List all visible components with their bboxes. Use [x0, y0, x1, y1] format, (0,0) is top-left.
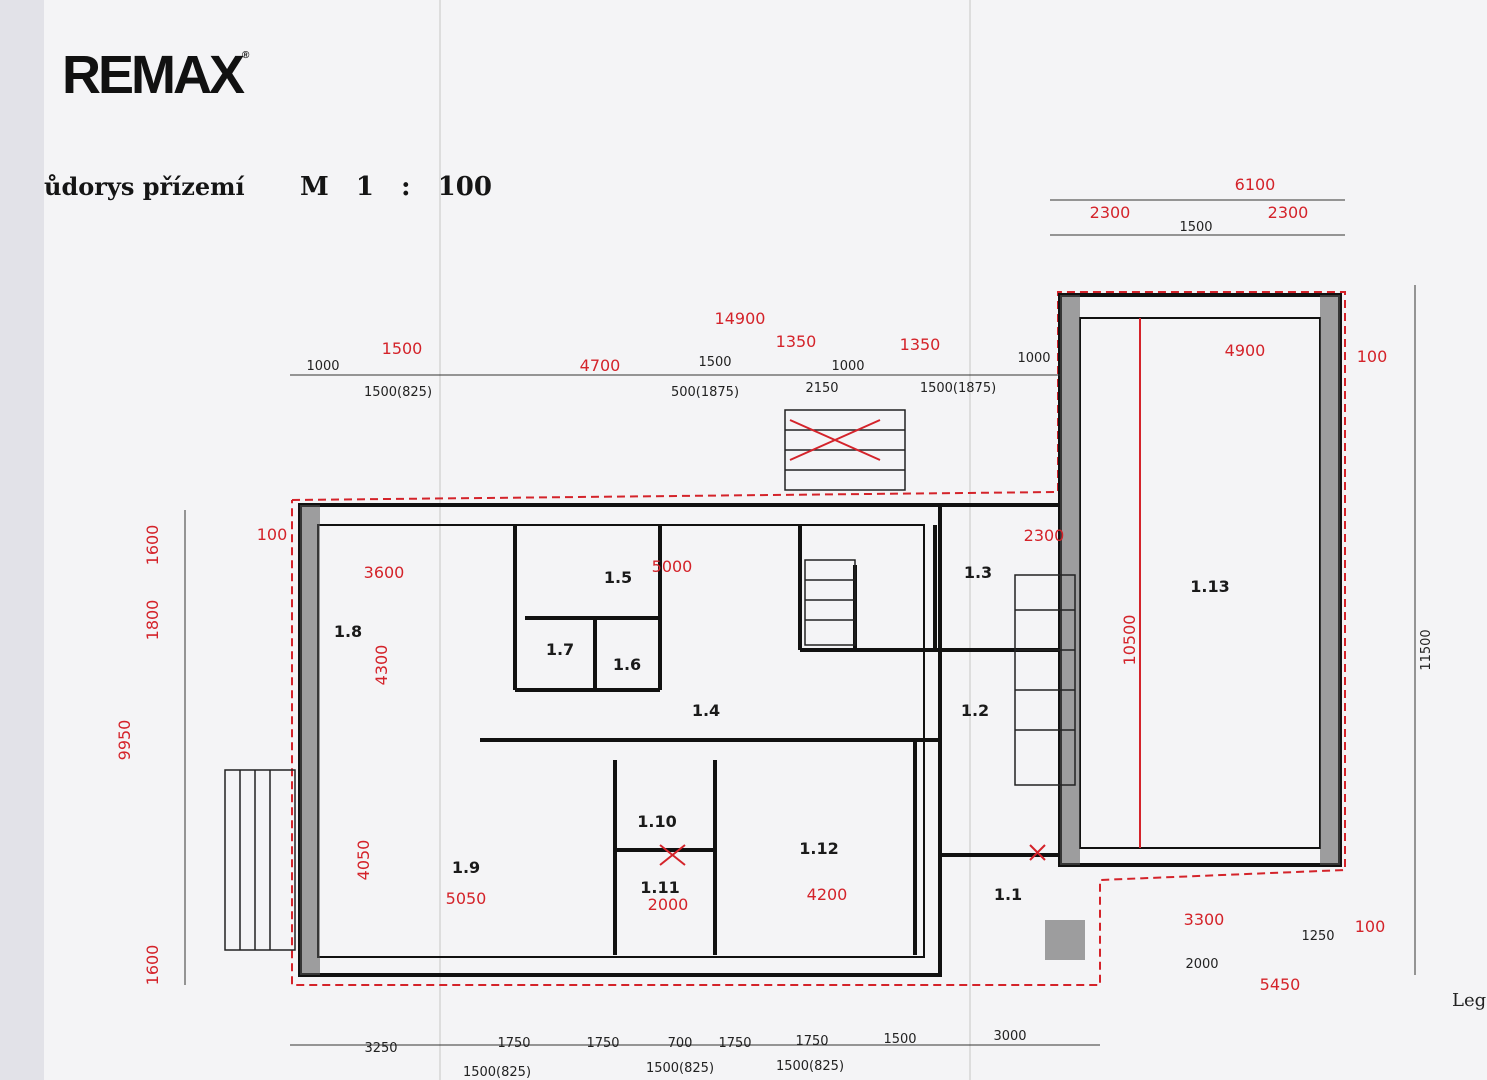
plan-scale: M 1 : 100	[300, 172, 492, 202]
svg-text:700: 700	[668, 1036, 693, 1051]
svg-text:100: 100	[1357, 347, 1388, 366]
svg-text:10500: 10500	[1120, 615, 1139, 666]
room-label: 1.6	[613, 655, 641, 674]
svg-text:1500: 1500	[698, 355, 731, 370]
svg-text:1000: 1000	[1017, 351, 1050, 366]
svg-text:2000: 2000	[648, 895, 689, 914]
remax-logo: REMAX®	[62, 45, 250, 105]
svg-text:100: 100	[1355, 917, 1386, 936]
svg-text:4300: 4300	[372, 645, 391, 686]
svg-text:4200: 4200	[807, 885, 848, 904]
room-label: 1.13	[1190, 577, 1229, 596]
svg-text:9950: 9950	[115, 720, 134, 761]
svg-text:1250: 1250	[1301, 929, 1334, 944]
red-cross-marks	[659, 419, 1046, 866]
svg-text:5050: 5050	[446, 889, 487, 908]
svg-text:3600: 3600	[364, 563, 405, 582]
svg-text:5000: 5000	[652, 557, 693, 576]
svg-text:1750: 1750	[586, 1036, 619, 1051]
svg-text:2300: 2300	[1024, 526, 1065, 545]
svg-text:3250: 3250	[364, 1041, 397, 1056]
svg-text:2000: 2000	[1185, 957, 1218, 972]
svg-text:11500: 11500	[1419, 629, 1434, 670]
room-label: 1.2	[961, 701, 989, 720]
top-dimensions-red: 1500 4700 1350 1350 14900 6100 4900 2300…	[382, 175, 1309, 375]
room-label: 1.5	[604, 568, 632, 587]
room-label: 1.12	[799, 839, 838, 858]
wall-hatching	[300, 295, 1340, 975]
svg-text:2150: 2150	[805, 381, 838, 396]
legend-fragment: Leg	[1452, 990, 1487, 1011]
svg-text:100: 100	[257, 525, 288, 544]
svg-text:1000: 1000	[306, 359, 339, 374]
svg-text:1500(825): 1500(825)	[776, 1059, 844, 1074]
svg-text:1750: 1750	[497, 1036, 530, 1051]
svg-text:4050: 4050	[354, 840, 373, 881]
svg-text:1600: 1600	[143, 945, 162, 986]
svg-text:1000: 1000	[831, 359, 864, 374]
room-label: 1.8	[334, 622, 362, 641]
svg-text:1500(1875): 1500(1875)	[920, 381, 996, 396]
svg-text:1500(825): 1500(825)	[646, 1061, 714, 1076]
svg-text:1750: 1750	[718, 1036, 751, 1051]
svg-text:1500: 1500	[1179, 220, 1212, 235]
svg-text:1500: 1500	[883, 1032, 916, 1047]
svg-text:1600: 1600	[143, 525, 162, 566]
svg-text:3300: 3300	[1184, 910, 1225, 929]
svg-text:6100: 6100	[1235, 175, 1276, 194]
svg-text:1350: 1350	[900, 335, 941, 354]
svg-text:4900: 4900	[1225, 341, 1266, 360]
svg-text:2300: 2300	[1268, 203, 1309, 222]
svg-text:4700: 4700	[580, 356, 621, 375]
svg-text:14900: 14900	[715, 309, 766, 328]
svg-text:500(1875): 500(1875)	[671, 385, 739, 400]
svg-text:1350: 1350	[776, 332, 817, 351]
svg-text:1800: 1800	[143, 600, 162, 641]
svg-text:2300: 2300	[1090, 203, 1131, 222]
room-label: 1.3	[964, 563, 992, 582]
svg-text:3000: 3000	[993, 1029, 1026, 1044]
right-dimensions: 11500 10500	[1120, 615, 1434, 671]
paper-edge	[0, 0, 44, 1080]
dimension-lines	[184, 199, 1416, 1046]
stairs	[224, 409, 1076, 951]
plan-title: ůdorys přízemí	[44, 172, 245, 201]
room-dimensions-red: 3600 5000 4300 4050 5050 2000 4200 2300	[354, 526, 1064, 914]
room-label: 1.10	[637, 812, 676, 831]
room-label: 1.7	[546, 640, 574, 659]
room-label: 1.4	[692, 701, 720, 720]
svg-text:1500(825): 1500(825)	[463, 1065, 531, 1080]
room-label: 1.1	[994, 885, 1022, 904]
room-labels: 1.1 1.2 1.3 1.4 1.5 1.6 1.7 1.8 1.9 1.10…	[334, 563, 1230, 904]
bottom-dimensions: 3250 1750 1750 700 1750 1750 1500 3000 1…	[364, 929, 1334, 1080]
top-dimensions: 1000 1500(825) 500(1875) 1500 2150 1000 …	[306, 220, 1212, 400]
left-dimensions-red: 1600 1800 9950 1600 100	[115, 525, 287, 986]
bottom-dimensions-red: 5450 3300 100 100	[1184, 347, 1388, 994]
room-label: 1.9	[452, 858, 480, 877]
svg-text:1500(825): 1500(825)	[364, 385, 432, 400]
svg-text:1500: 1500	[382, 339, 423, 358]
room-label: 1.11	[640, 878, 679, 897]
svg-text:1750: 1750	[795, 1034, 828, 1049]
svg-text:5450: 5450	[1260, 975, 1301, 994]
